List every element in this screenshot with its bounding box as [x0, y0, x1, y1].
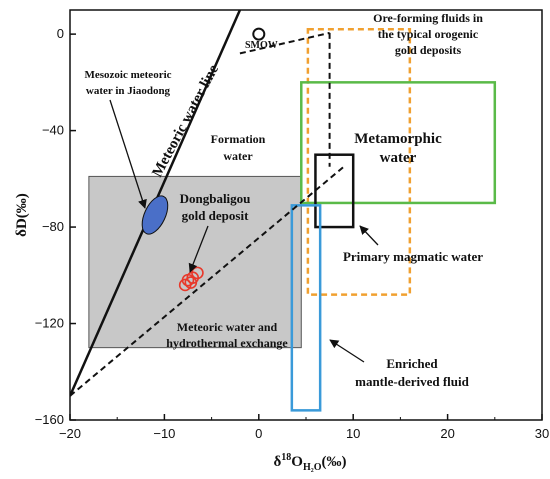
- magmatic-label: Primary magmatic water: [343, 249, 483, 264]
- x-tick-label: −20: [59, 426, 81, 441]
- enriched-label-1: Enriched: [386, 356, 438, 371]
- enriched-label-2: mantle-derived fluid: [355, 374, 470, 389]
- y-axis-ticks: 0 −40 −80 −120 −160: [35, 26, 76, 427]
- metamorphic-label-1: Metamorphic: [354, 131, 442, 147]
- x-tick-label: 30: [535, 426, 549, 441]
- formation-label-2: water: [223, 149, 253, 163]
- mesozoic-ellipse: [141, 195, 169, 235]
- trend-line-2: [239, 31, 330, 55]
- y-tick-label: 0: [57, 26, 64, 41]
- dongbaligou-label-2: gold deposit: [182, 208, 249, 223]
- formation-label-1: Formation: [211, 132, 266, 146]
- arrow-magmatic: [359, 225, 379, 246]
- arrow-dongbaligou: [188, 225, 209, 273]
- x-tick-label: 10: [346, 426, 360, 441]
- y-tick-label: −120: [35, 316, 64, 331]
- exchange-label-2: hydrothermal exchange: [166, 336, 288, 350]
- field-magmatic: [314, 153, 355, 229]
- x-axis-title: δ18OH₂O(‰): [273, 452, 346, 473]
- annotation-arrows: [109, 99, 379, 363]
- sample-point-3: [178, 278, 192, 292]
- field-hydro: [88, 175, 302, 349]
- y-tick-label: −40: [42, 123, 64, 138]
- exchange-label-1: Meteoric water and: [177, 320, 278, 334]
- smow-label: SMOW: [245, 40, 278, 51]
- mesozoic-label-2: water in Jiaodong: [86, 85, 171, 97]
- mesozoic-label-1: Mesozoic meteoric: [84, 69, 171, 81]
- ore-label-2: the typical orogenic: [378, 27, 479, 41]
- metamorphic-label-2: water: [380, 150, 417, 166]
- ore-label-3: gold deposits: [395, 43, 462, 57]
- x-tick-label: 20: [440, 426, 454, 441]
- sample-point-2: [191, 266, 204, 280]
- dongbaligou-label-1: Dongbaligou: [180, 191, 251, 206]
- x-tick-label: 0: [255, 426, 262, 441]
- arrow-enriched: [329, 339, 365, 363]
- field-boxes: [88, 28, 497, 412]
- ore-label-1: Ore-forming fluids in: [373, 11, 483, 25]
- smow-point: [252, 27, 266, 41]
- field-orogenic: [306, 28, 412, 296]
- x-axis-ticks: −20 −10 0 10 20 30: [59, 414, 549, 441]
- arrow-mesozoic: [109, 99, 147, 209]
- y-axis-title: δD(‰): [14, 193, 30, 237]
- x-tick-label: −10: [153, 426, 175, 441]
- field-mantle: [290, 204, 322, 412]
- data-marks: [141, 27, 266, 292]
- field-metamorphic: [300, 81, 497, 205]
- sample-point-4: [184, 276, 198, 289]
- y-tick-label: −80: [42, 219, 64, 234]
- y-tick-label: −160: [35, 412, 64, 427]
